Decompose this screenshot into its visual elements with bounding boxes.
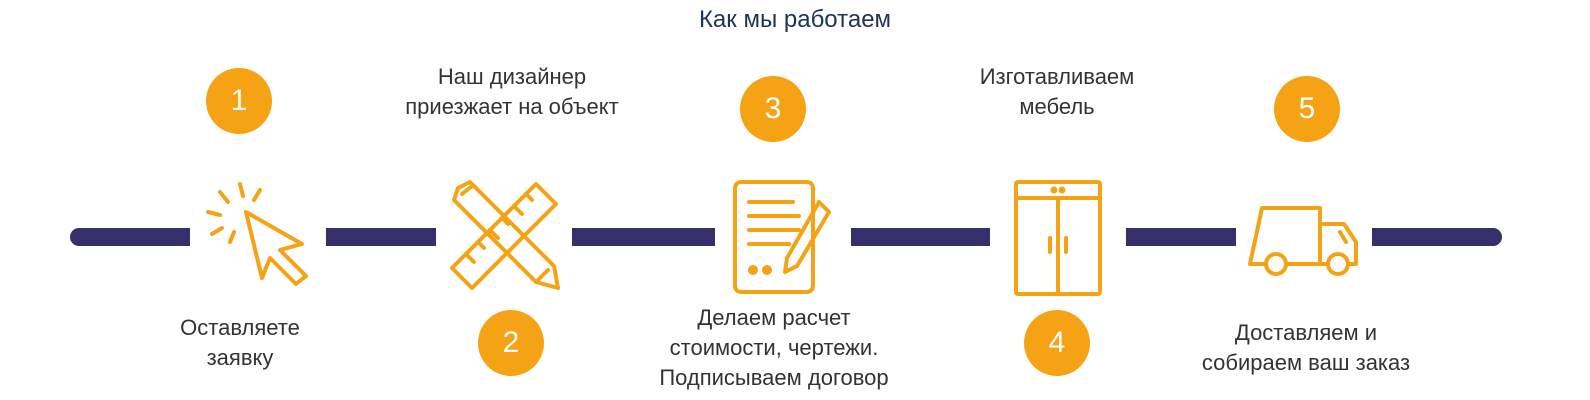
step-label: Изготавливаем мебель (979, 64, 1135, 119)
page-title: Как мы работаем (698, 6, 892, 33)
wardrobe-icon (990, 172, 1126, 300)
document-sign-icon (715, 172, 851, 300)
step-label: Доставляем и собираем ваш заказ (1201, 320, 1411, 375)
step-number-circle: 3 (740, 76, 806, 142)
step-number-circle: 2 (478, 310, 544, 376)
step-number-circle: 4 (1024, 310, 1090, 376)
delivery-truck-icon (1236, 172, 1372, 300)
ruler-pencil-icon (436, 172, 572, 300)
step-label: Наш дизайнер приезжает на объект (405, 64, 619, 119)
step-number-circle: 1 (206, 68, 272, 134)
step-number-circle: 5 (1274, 76, 1340, 142)
cursor-click-icon (190, 172, 326, 300)
step-label: Делаем расчет стоимости, чертежи. Подпис… (659, 305, 889, 390)
step-label: Оставляете заявку (180, 315, 300, 370)
